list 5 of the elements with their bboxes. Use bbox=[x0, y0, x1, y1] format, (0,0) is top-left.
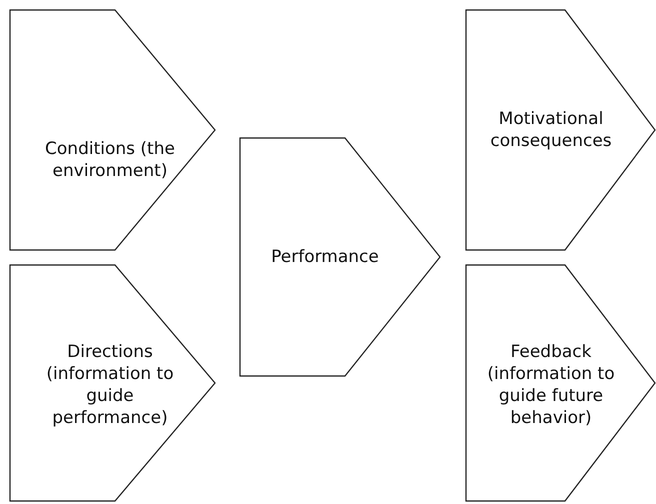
node-label: Feedback (information to guide future behavior) bbox=[486, 341, 616, 429]
node-label: Directions (information to guide performance) bbox=[45, 341, 175, 429]
node-label: Performance bbox=[270, 246, 380, 268]
node-label: Motivational consequences bbox=[489, 108, 613, 152]
node-label: Conditions (the environment) bbox=[44, 138, 176, 182]
